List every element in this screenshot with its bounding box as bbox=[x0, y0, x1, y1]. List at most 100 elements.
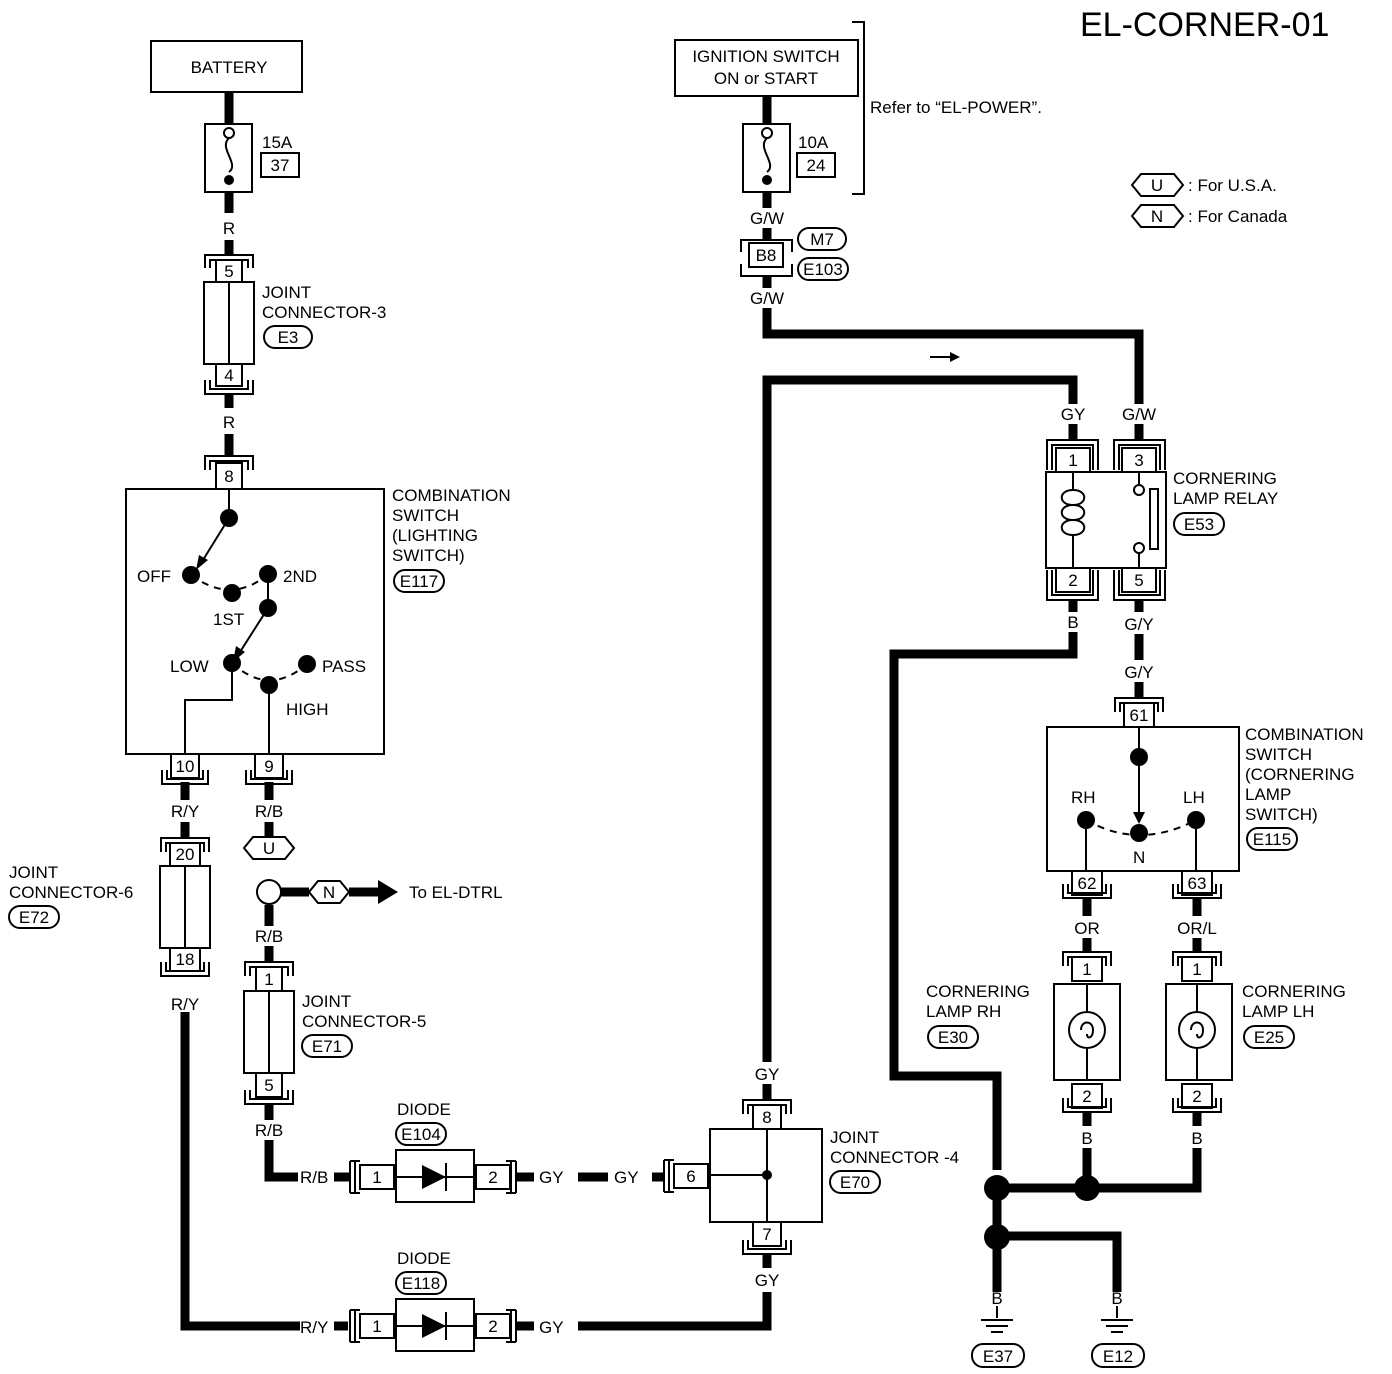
lamp-rh-pin-2: 2 bbox=[1082, 1087, 1091, 1106]
relay-pin-2: 2 bbox=[1068, 571, 1077, 590]
wire-label-gy-3: GY bbox=[539, 1318, 564, 1337]
wire-label-ry-3: R/Y bbox=[300, 1318, 328, 1337]
legend-canada-badge bbox=[1130, 204, 1185, 228]
wire-label-gy-2: GY bbox=[614, 1168, 639, 1187]
lighting-switch-label-1: COMBINATION bbox=[392, 486, 511, 505]
diode-e118-pin-1: 1 bbox=[372, 1317, 381, 1336]
wire-label-r-2: R bbox=[223, 413, 235, 432]
cornering-lamp-switch: 61 RH LH N 62 63 COMBINATION SWITCH (COR… bbox=[1046, 697, 1364, 899]
jc3-pin-top: 5 bbox=[224, 262, 233, 281]
wire-b-lh-b bbox=[997, 1148, 1202, 1193]
lamp-lh-pin-1: 1 bbox=[1192, 960, 1201, 979]
jc5-label-1: JOINT bbox=[302, 992, 351, 1011]
jc4-pin-top: 8 bbox=[762, 1108, 771, 1127]
jc3-pin-bottom: 4 bbox=[224, 366, 233, 385]
splice-3 bbox=[984, 1224, 1010, 1250]
jc4-label-1: JOINT bbox=[830, 1128, 879, 1147]
connector-m7-id: M7 bbox=[810, 230, 834, 249]
lamp-lh-label-1: CORNERING bbox=[1242, 982, 1346, 1001]
legend: U : For U.S.A. N : For Canada bbox=[1130, 173, 1288, 228]
usa-badge bbox=[242, 836, 296, 860]
wire-label-b-5: B bbox=[1111, 1289, 1122, 1308]
lighting-switch: 8 OFF 2ND 1ST LOW PASS HIGH 10 9 COMBINA… bbox=[125, 455, 511, 785]
wire-label-gyel-2: G/Y bbox=[1124, 663, 1153, 682]
relay-label-1: CORNERING bbox=[1173, 469, 1277, 488]
relay-pin-5: 5 bbox=[1134, 571, 1143, 590]
ground-e12-id: E12 bbox=[1103, 1347, 1133, 1366]
corner-switch-label-2: SWITCH bbox=[1245, 745, 1312, 764]
jc3-label-2: CONNECTOR-3 bbox=[262, 303, 386, 322]
lighting-switch-label-3: (LIGHTING bbox=[392, 526, 478, 545]
switch-2nd-label: 2ND bbox=[283, 567, 317, 586]
jc3-label-1: JOINT bbox=[262, 283, 311, 302]
corner-switch-label-1: COMBINATION bbox=[1245, 725, 1364, 744]
corner-switch-id: E115 bbox=[1253, 830, 1291, 849]
wire-label-ry-2: R/Y bbox=[171, 995, 199, 1014]
legend-usa-text: : For U.S.A. bbox=[1188, 176, 1277, 195]
relay-id: E53 bbox=[1184, 515, 1214, 534]
relay-pin-3: 3 bbox=[1134, 451, 1143, 470]
lamp-rh-pin-1: 1 bbox=[1082, 960, 1091, 979]
diode-e104-pin-2: 2 bbox=[488, 1168, 497, 1187]
joint-connector-6: 20 18 JOINT CONNECTOR-6 E72 bbox=[8, 837, 211, 977]
switch-high-label: HIGH bbox=[286, 700, 329, 719]
wire-label-rb-4: R/B bbox=[300, 1168, 328, 1187]
jc5-pin-top: 1 bbox=[264, 970, 273, 989]
jc5-id: E71 bbox=[312, 1037, 342, 1056]
splice-1 bbox=[984, 1175, 1010, 1201]
wire-label-or: OR bbox=[1074, 919, 1100, 938]
ignition-line-1: IGNITION SWITCH bbox=[692, 47, 839, 66]
wire-ry-bottom bbox=[180, 1012, 300, 1331]
lighting-switch-pin-9: 9 bbox=[264, 757, 273, 776]
power-bracket bbox=[852, 21, 865, 195]
corner-switch-label-3: (CORNERING bbox=[1245, 765, 1355, 784]
splice-2 bbox=[1074, 1175, 1100, 1201]
joint-connector-3: 5 4 JOINT CONNECTOR-3 E3 bbox=[203, 254, 386, 395]
wire-label-gy-6: GY bbox=[1061, 405, 1086, 424]
jc5-label-2: CONNECTOR-5 bbox=[302, 1012, 426, 1031]
wire-gy-main bbox=[762, 375, 1078, 1062]
switch-pass-label: PASS bbox=[322, 657, 366, 676]
fuse-24: 10A 24 bbox=[742, 123, 836, 193]
lamp-rh-bulb bbox=[1068, 1011, 1106, 1049]
lighting-switch-id: E117 bbox=[400, 572, 438, 591]
ignition-line-2: ON or START bbox=[714, 69, 818, 88]
ignition-switch: IGNITION SWITCH ON or START bbox=[674, 39, 859, 97]
ground-network: B B E37 E12 bbox=[971, 1175, 1145, 1368]
connector-b8-label: B8 bbox=[756, 246, 777, 265]
wire-label-gw-2: G/W bbox=[750, 289, 784, 308]
diode-e118: DIODE E118 1 2 bbox=[349, 1249, 517, 1352]
legend-usa-code: U bbox=[1151, 176, 1163, 195]
switch-off-label: OFF bbox=[137, 567, 171, 586]
legend-canada-text: : For Canada bbox=[1188, 207, 1288, 226]
wire-label-gyel-1: G/Y bbox=[1124, 615, 1153, 634]
wire-label-gy-1: GY bbox=[539, 1168, 564, 1187]
legend-canada-code: N bbox=[1151, 207, 1163, 226]
corner-switch-pin-61: 61 bbox=[1130, 706, 1149, 725]
lighting-switch-pin-8: 8 bbox=[224, 467, 233, 486]
cornering-lamp-relay: GY G/W 1 3 2 5 CORNERING LAMP RELAY E53 bbox=[1045, 405, 1278, 601]
diode-e118-id: E118 bbox=[402, 1274, 440, 1293]
lighting-switch-label-2: SWITCH bbox=[392, 506, 459, 525]
usa-badge-code: U bbox=[263, 839, 275, 858]
fuse-37-rating: 15A bbox=[262, 133, 293, 152]
wire-label-b-2: B bbox=[1081, 1129, 1092, 1148]
fuse-37-number: 37 bbox=[271, 156, 290, 175]
battery: BATTERY bbox=[150, 40, 303, 93]
diode-e104-pin-1: 1 bbox=[372, 1168, 381, 1187]
corner-switch-lh-label: LH bbox=[1183, 788, 1205, 807]
canada-badge-code: N bbox=[323, 883, 335, 902]
wire-label-b-1: B bbox=[1067, 613, 1078, 632]
switch-1st-label: 1ST bbox=[213, 610, 244, 629]
jc3-id: E3 bbox=[278, 328, 299, 347]
dtrl-branch: U N To EL-DTRL bbox=[242, 836, 503, 905]
wire-rb-f bbox=[264, 1140, 298, 1182]
wire-label-gw-3: G/W bbox=[1122, 405, 1156, 424]
legend-usa-badge bbox=[1130, 173, 1185, 197]
relay-pin-1: 1 bbox=[1068, 451, 1077, 470]
wire-label-gw-1: G/W bbox=[750, 209, 784, 228]
lamp-lh-id: E25 bbox=[1254, 1028, 1284, 1047]
jc4-id: E70 bbox=[840, 1173, 870, 1192]
corner-switch-pin-62: 62 bbox=[1078, 874, 1097, 893]
jc6-pin-bottom: 18 bbox=[176, 950, 195, 969]
